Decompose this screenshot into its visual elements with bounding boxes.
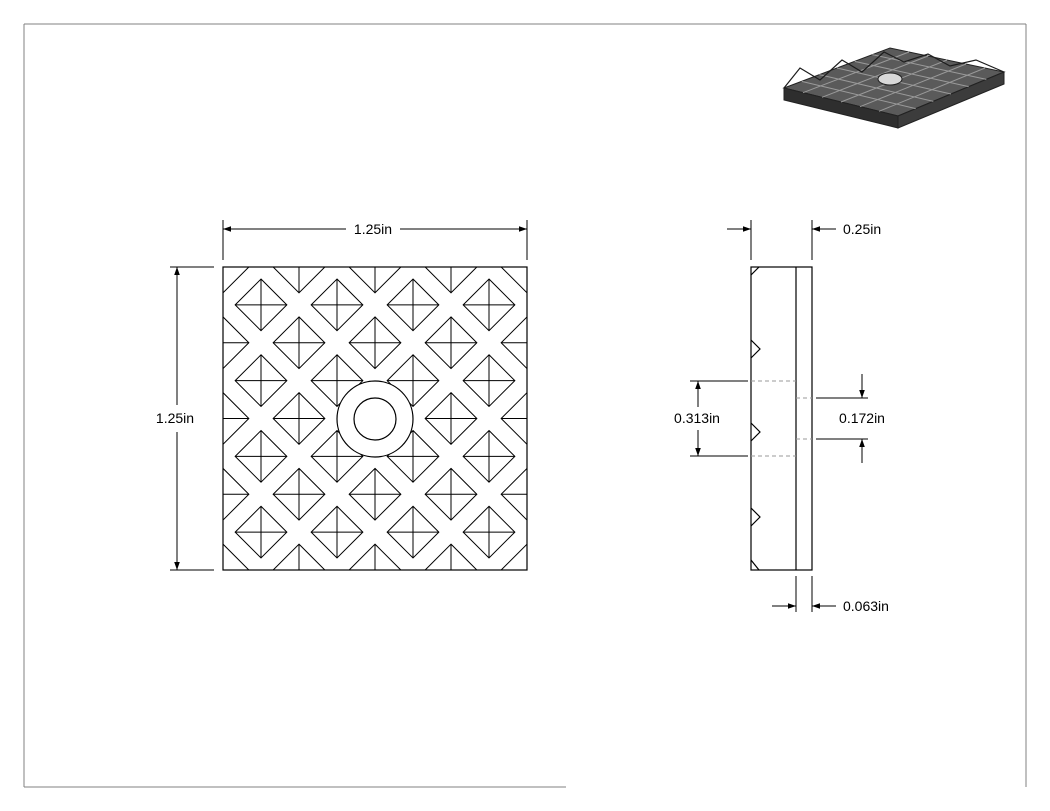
dim-label-side-thickness: 0.25in [843, 221, 881, 237]
front-view [222, 266, 528, 571]
dim-label-bore-outer: 0.313in [674, 410, 720, 426]
sheet-border [23, 23, 1027, 788]
pyramid-diamond [223, 267, 250, 294]
side-view [750, 266, 813, 571]
dimension-bore-outer [690, 380, 748, 457]
render-ridge-line [878, 67, 986, 112]
dim-label-front-height: 1.25in [156, 410, 194, 426]
dim-label-bore-inner: 0.172in [839, 410, 885, 426]
render-bore [877, 72, 903, 86]
dimension-top-width [222, 220, 528, 260]
dimension-front-height [170, 266, 214, 571]
dimension-bore-inner [816, 374, 868, 463]
front-outline [222, 266, 528, 571]
isometric-render [782, 47, 1006, 129]
render-ridge-pattern [801, 51, 987, 112]
pyramid-diamond [500, 543, 527, 570]
dim-label-top-width: 1.25in [354, 221, 392, 237]
diamond-grip-pattern [223, 267, 527, 570]
dim-label-base-layer: 0.063in [843, 598, 889, 614]
dimension-side-thickness [727, 220, 836, 260]
pyramid-diamond [500, 267, 527, 294]
side-view-hidden-lines [751, 380, 812, 457]
bore-hole [353, 397, 397, 441]
pyramid-diamond [223, 543, 250, 570]
dimension-base-layer [772, 576, 836, 612]
